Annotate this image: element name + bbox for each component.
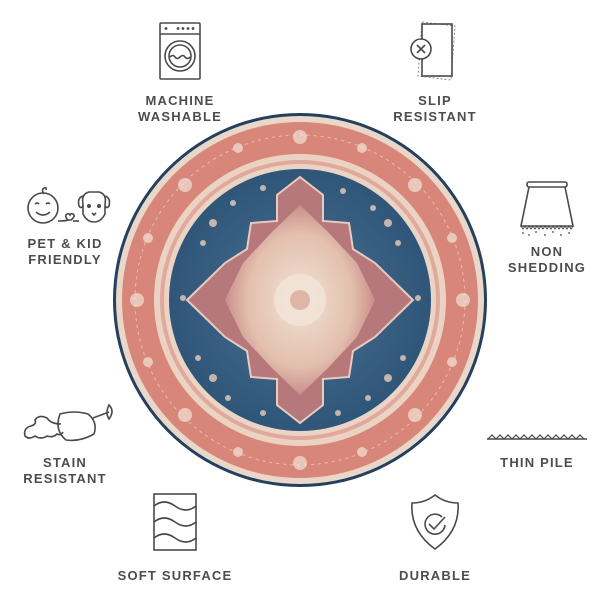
slip-resistant-label-line1: SLIP (418, 93, 452, 108)
pet-kid-label-line2: FRIENDLY (28, 252, 102, 267)
thin-pile-icon (487, 434, 587, 440)
soft-surface-label: SOFT SURFACE (117, 568, 233, 583)
machine-washable-label-line1: MACHINE (145, 93, 215, 108)
feature-soft-surface: SOFT SURFACE (110, 492, 240, 584)
wine-glass-spill-icon (23, 403, 113, 442)
non-shedding-label-line1: NON (530, 244, 564, 259)
thin-pile-label: THIN PILE (500, 455, 574, 470)
stain-resistant-label-line2: RESISTANT (23, 471, 107, 486)
non-shedding-label-line2: SHEDDING (507, 260, 587, 275)
pet-kid-label-line1: PET & KID (27, 236, 103, 251)
feature-stain-resistant: STAIN RESISTANT (5, 400, 125, 487)
slip-resistant-label-line2: RESISTANT (393, 109, 477, 124)
pet-kid-icon (27, 186, 111, 224)
shield-check-icon (411, 493, 459, 550)
feature-non-shedding: NON SHEDDING (497, 180, 597, 276)
feature-durable: DURABLE (380, 492, 490, 584)
feature-machine-washable: MACHINE WASHABLE (110, 20, 250, 125)
soft-surface-icon (153, 493, 197, 551)
washing-machine-icon (159, 22, 201, 80)
slip-resistant-icon (410, 21, 456, 81)
stain-resistant-label-line1: STAIN (42, 455, 88, 470)
feature-thin-pile: THIN PILE (482, 432, 592, 471)
round-rug-image (113, 113, 487, 487)
durable-label: DURABLE (399, 568, 471, 583)
non-shedding-icon (520, 181, 574, 236)
feature-slip-resistant: SLIP RESISTANT (370, 20, 500, 125)
machine-washable-label-line2: WASHABLE (138, 109, 222, 124)
feature-pet-kid-friendly: PET & KID FRIENDLY (5, 180, 125, 268)
